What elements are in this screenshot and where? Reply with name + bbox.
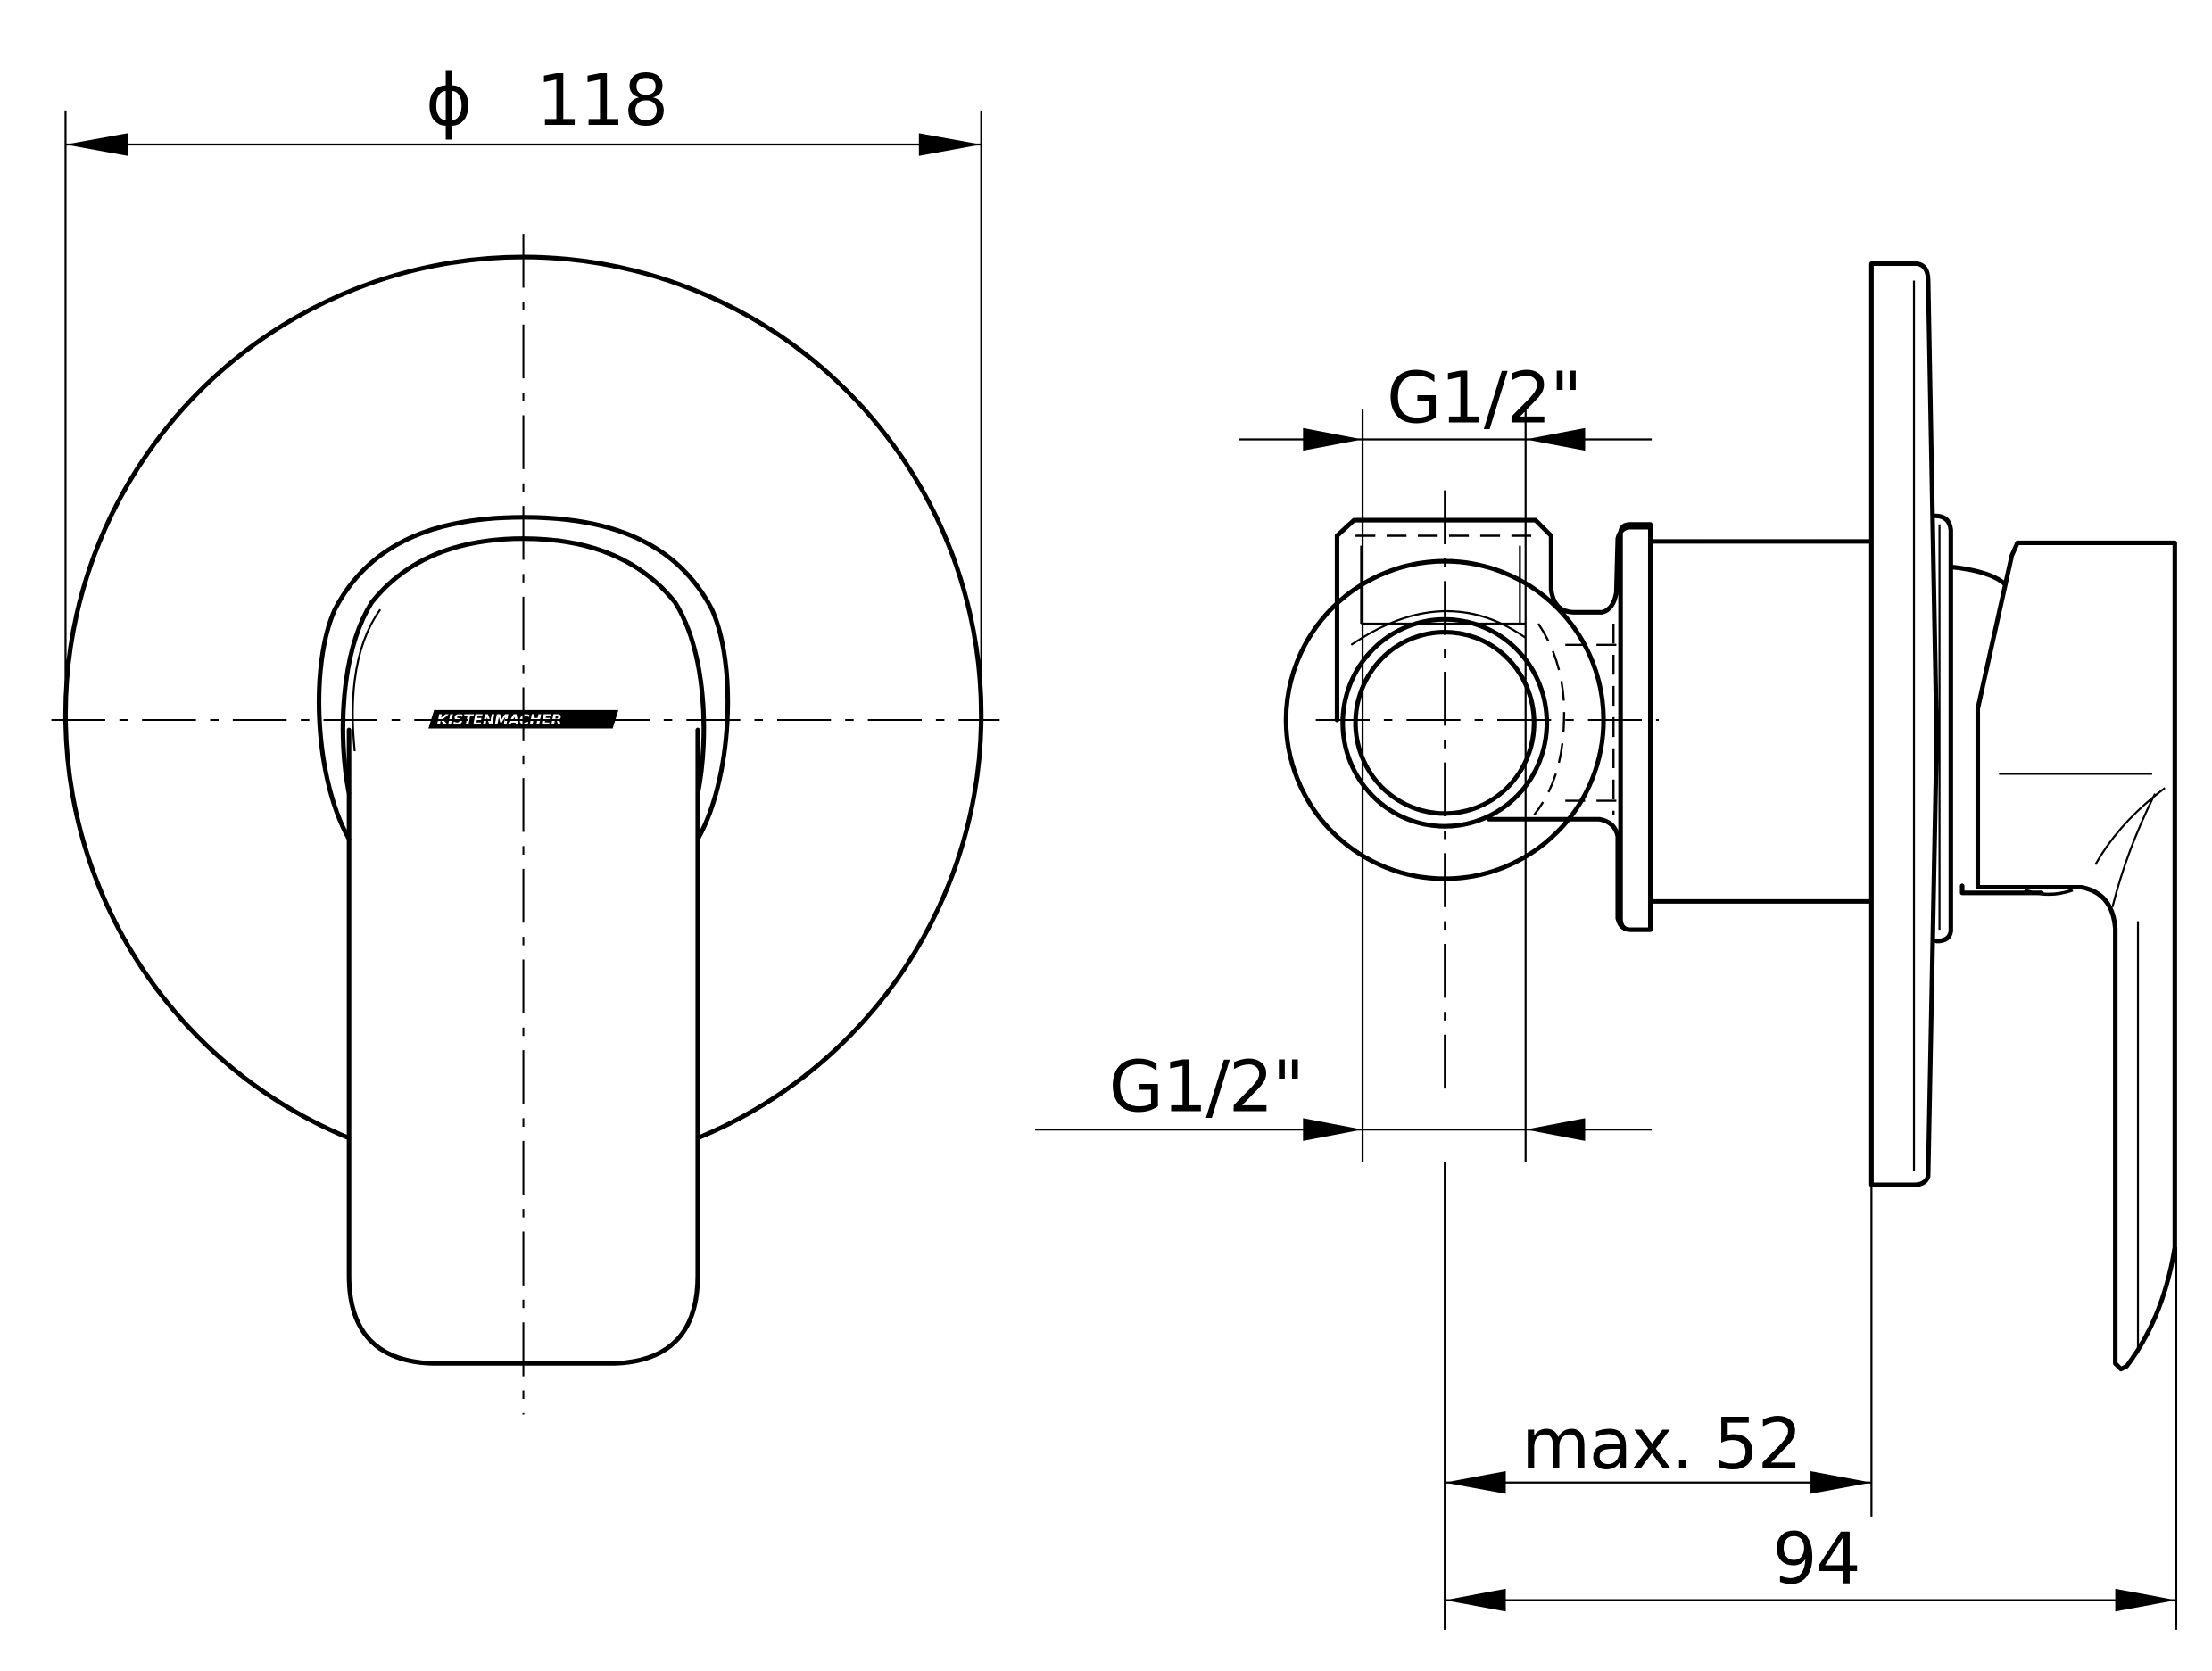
bottom-thread-label: G1/2" xyxy=(1109,1045,1304,1128)
diameter-symbol: ϕ xyxy=(426,59,471,142)
top-thread-label: G1/2" xyxy=(1387,356,1581,439)
total-depth-dimension: 94 xyxy=(1445,1246,2178,1630)
max-depth-dimension: max. 52 xyxy=(1445,1185,1873,1517)
bottom-thread-dimension: G1/2" xyxy=(1035,1045,1653,1141)
side-view: G1/2" G1/2" xyxy=(1035,261,2178,1630)
diameter-value: 118 xyxy=(536,59,667,142)
diameter-dimension: ϕ 118 xyxy=(64,59,982,716)
valve-body xyxy=(1647,539,1874,904)
max-depth-label: max. 52 xyxy=(1521,1402,1801,1485)
lever-side xyxy=(1948,540,2177,1372)
logo-text: KISTENMACHER xyxy=(437,711,562,728)
inlet-elbow xyxy=(1283,517,1653,932)
mounting-flange xyxy=(1618,522,1653,932)
front-view: ϕ 118 KISTENMACHER xyxy=(51,59,1000,1415)
total-depth-label: 94 xyxy=(1772,1518,1860,1601)
rosette-side xyxy=(1868,261,1939,1187)
